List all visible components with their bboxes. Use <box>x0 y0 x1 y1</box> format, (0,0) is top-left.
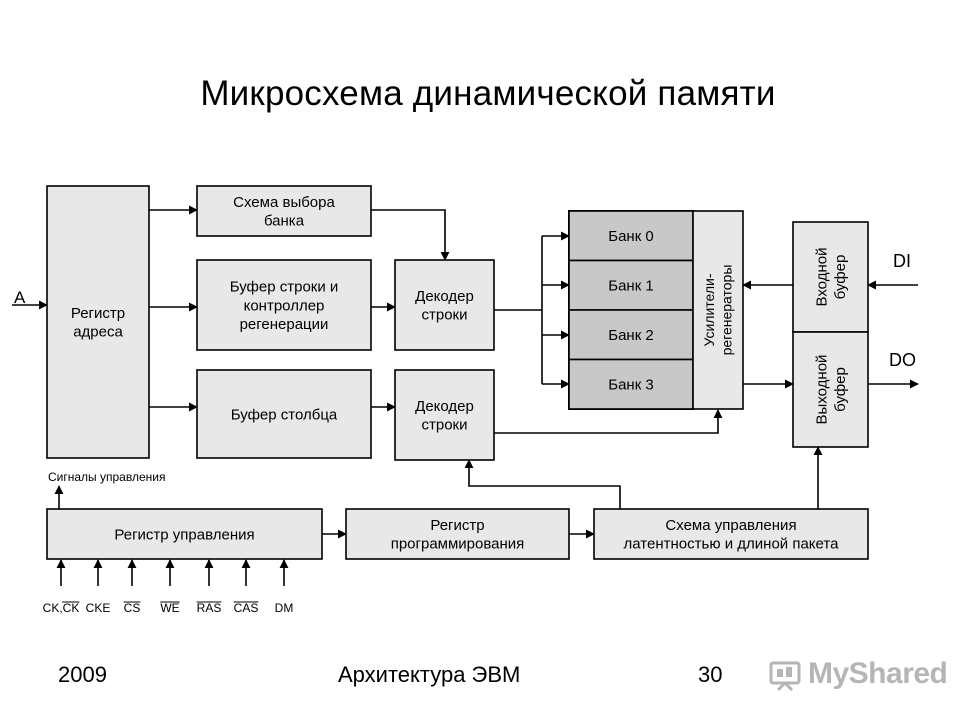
connections <box>12 205 919 539</box>
latency-control-block-box <box>593 508 869 560</box>
input-buffer-block-box <box>792 221 869 333</box>
control-pin: CS <box>123 559 141 615</box>
control-pin: CAS <box>233 559 259 615</box>
bank-1-block-box <box>568 259 694 311</box>
bank-select-block-box <box>196 185 372 237</box>
bank-0-block-box <box>568 210 694 262</box>
control-pin-label: WE <box>160 601 179 615</box>
row-decoder-block-box <box>394 259 495 351</box>
output-buffer-block-box <box>792 331 869 448</box>
bank-2-block-box <box>568 309 694 361</box>
address-input-label: A <box>14 288 26 307</box>
bank-1-block: Банк 1 <box>568 259 694 311</box>
arrow-latency-to-column-decoder <box>464 459 621 509</box>
data-out-label: DO <box>889 350 916 370</box>
control-register-block-label: Регистр управления <box>114 526 254 543</box>
sense-amplifiers-block-label: Усилители-регенераторы <box>701 265 735 356</box>
bank-3-block: Банк 3 <box>568 358 694 410</box>
presentation-icon <box>769 661 801 691</box>
control-register-block: Регистр управления <box>46 508 323 560</box>
control-signals-label: Сигналы управления <box>48 470 165 484</box>
page-title: Микросхема динамической памяти <box>200 74 776 113</box>
control-pin-label: CKE <box>86 601 111 615</box>
bank-0-block: Банк 0 <box>568 210 694 262</box>
control-register-block-box <box>46 508 323 560</box>
control-pin: CKE <box>86 559 111 615</box>
bank-3-block-label: Банк 3 <box>608 377 654 394</box>
control-pin-label: DM <box>275 601 294 615</box>
control-pin: DM <box>275 559 294 615</box>
sense-amplifiers-block: Усилители-регенераторы <box>692 210 744 410</box>
control-pins: CK,CK CKE CS WE RAS CAS DM <box>43 559 294 615</box>
sense-amplifiers-block-box <box>692 210 744 410</box>
footer-page-number: 30 <box>698 662 723 687</box>
column-buffer-block-box <box>196 369 372 459</box>
footer-year: 2009 <box>58 662 107 687</box>
row-buffer-block-box <box>196 259 372 351</box>
control-pin-label: CK,CK <box>43 601 80 615</box>
bank-2-block: Банк 2 <box>568 309 694 361</box>
bank-2-block-label: Банк 2 <box>608 327 654 344</box>
watermark-text: MyShared <box>808 657 948 690</box>
program-register-block-box <box>345 508 570 560</box>
control-pin: WE <box>160 559 180 615</box>
data-in-label: DI <box>893 251 911 271</box>
bank-0-block-label: Банк 0 <box>608 228 654 245</box>
address-register-block-box <box>46 185 150 459</box>
arrow-column-decoder-to-amps <box>494 409 723 434</box>
column-buffer-block-label: Буфер столбца <box>231 406 338 423</box>
footer-course: Архитектура ЭВМ <box>338 662 521 687</box>
control-pin-label: CS <box>124 601 141 615</box>
control-pin: CK,CK <box>43 559 80 615</box>
watermark-logo: MyShared <box>768 656 948 692</box>
column-buffer-block: Буфер столбца <box>196 369 372 459</box>
control-pin: RAS <box>196 559 222 615</box>
control-pin-label: CAS <box>234 601 259 615</box>
column-decoder-block-box <box>394 369 495 461</box>
bank-1-block-label: Банк 1 <box>608 278 654 295</box>
arrow-bank-select-to-decoder <box>371 209 450 261</box>
control-pin-label: RAS <box>197 601 222 615</box>
